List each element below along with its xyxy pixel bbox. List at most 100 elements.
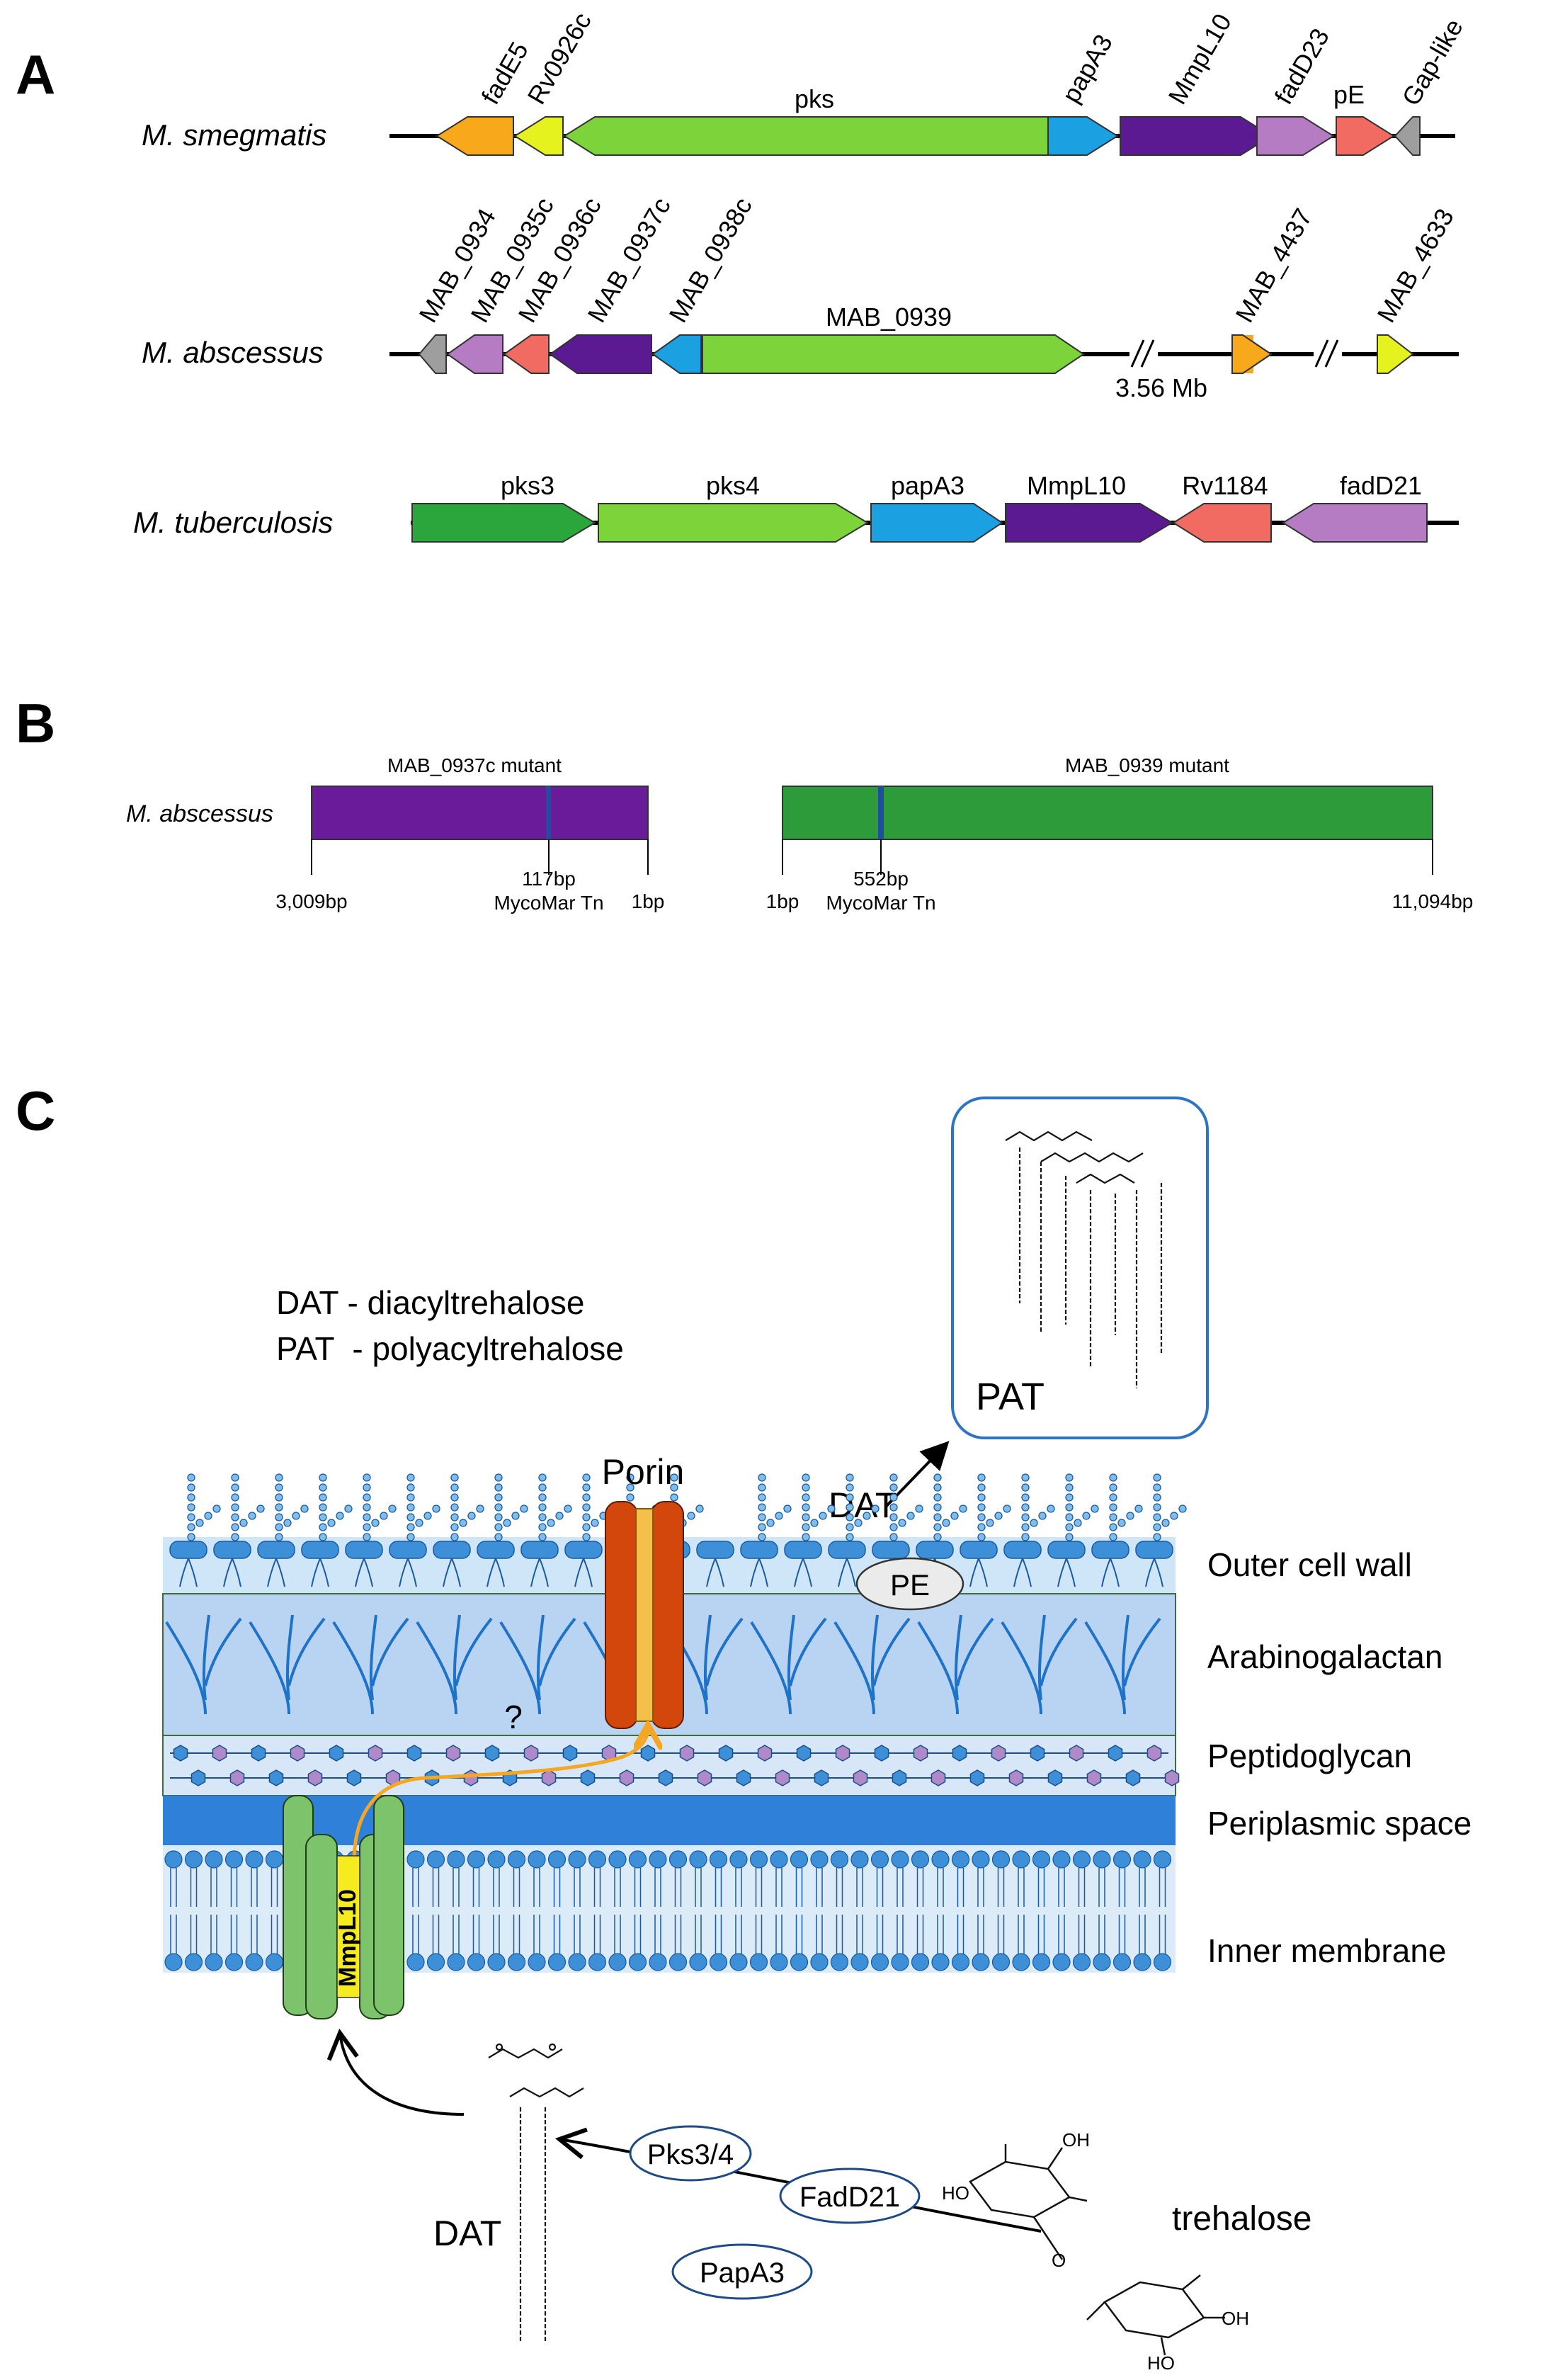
lipid-head-bottom [749, 1953, 768, 1971]
ag-branch [1084, 1614, 1161, 1715]
label-MAB_0939: MAB_0939 [826, 302, 952, 332]
bead [275, 1513, 283, 1522]
bead [450, 1483, 459, 1492]
pg-sugar [229, 1769, 245, 1786]
bead [406, 1483, 415, 1492]
pg-sugar [368, 1745, 383, 1762]
lipid-head-top [447, 1850, 465, 1869]
bead [319, 1523, 327, 1531]
bead [187, 1513, 195, 1522]
bead [494, 1523, 503, 1531]
bead [1117, 1519, 1126, 1527]
lipid-head-top [649, 1850, 667, 1869]
lipid-head-bottom [406, 1953, 425, 1971]
lipid-head-bottom [972, 1953, 990, 1971]
lipid-tails [513, 1868, 520, 1954]
lipid-head-bottom [224, 1953, 244, 1971]
gene-arrow-MmpL10-smeg [1120, 116, 1273, 156]
bead [1038, 1512, 1047, 1520]
bead [423, 1512, 432, 1520]
lipid-tails [775, 1868, 782, 1954]
pg-sugar [173, 1745, 188, 1762]
lipid-tails [1058, 1868, 1065, 1954]
pat-structure-box [951, 1096, 1209, 1439]
outer-lipid-chains [187, 1473, 1187, 1541]
bead [977, 1523, 986, 1531]
bead [670, 1493, 678, 1502]
bead [319, 1503, 327, 1512]
bead [371, 1519, 380, 1527]
pg-sugar [619, 1769, 634, 1786]
bead [846, 1513, 854, 1522]
pg-sugar [268, 1769, 284, 1786]
lipid-head-bottom [245, 1953, 263, 1971]
gene-arrow-fadE5 [436, 116, 514, 156]
bead [670, 1473, 678, 1482]
bead [1153, 1523, 1161, 1531]
bead [231, 1473, 239, 1482]
pg-sugar [697, 1769, 712, 1786]
lipid-head-bottom [628, 1953, 647, 1971]
bead [906, 1512, 915, 1520]
lipid-tails [957, 1868, 964, 1954]
pg-sugar [969, 1769, 985, 1786]
label-MmpL10-smeg: MmpL10 [1162, 8, 1237, 109]
bead [1082, 1512, 1091, 1520]
bead [538, 1473, 547, 1482]
bead [195, 1519, 204, 1527]
bead [187, 1483, 195, 1492]
outer-head [784, 1541, 822, 1559]
lipid-tails [674, 1868, 682, 1954]
bead [494, 1483, 503, 1492]
bead [846, 1533, 854, 1541]
lipid-head-bottom [164, 1953, 183, 1971]
pg-sugar [679, 1745, 695, 1762]
species-abscessus-b: M. abscessus [126, 800, 273, 827]
lipid-head-top [790, 1850, 809, 1869]
gene-arrow-fadD23 [1256, 116, 1335, 156]
pg-sugar [1125, 1769, 1141, 1786]
outer-head [1091, 1541, 1129, 1559]
mutant2-tn-mark [878, 786, 884, 839]
pg-sugar [445, 1745, 461, 1762]
lipid-head-top [608, 1850, 627, 1869]
outer-tail [1101, 1558, 1120, 1587]
gene-arrow-MAB_4633 [1377, 334, 1414, 374]
lipid-head-top [487, 1850, 506, 1869]
bead [1065, 1513, 1074, 1522]
outer-tail [355, 1558, 373, 1587]
lipid-head-bottom [265, 1953, 284, 1971]
pg-sugar [290, 1745, 305, 1762]
bead [450, 1523, 459, 1531]
lipid-tails [916, 1868, 924, 1954]
outer-tail [399, 1558, 417, 1587]
bead [450, 1513, 459, 1522]
outer-tail [1013, 1558, 1032, 1587]
bead [1065, 1473, 1074, 1482]
bead [933, 1483, 942, 1492]
lipid-head-bottom [770, 1953, 788, 1971]
bead [670, 1483, 678, 1492]
lipid-head-bottom [911, 1953, 930, 1971]
bead [915, 1504, 923, 1513]
outer-tail [574, 1558, 593, 1587]
bead [494, 1503, 503, 1512]
lipid-head-bottom [447, 1953, 465, 1971]
outer-head [740, 1541, 778, 1559]
bead [555, 1512, 564, 1520]
pg-sugar [892, 1769, 907, 1786]
ag-branch [332, 1614, 409, 1715]
lipid-head-top [991, 1850, 1011, 1869]
bead [1021, 1483, 1030, 1492]
mutant1-title: MAB_0937c mutant [387, 754, 562, 776]
bead [538, 1513, 547, 1522]
bead [231, 1523, 239, 1531]
pg-sugar [1008, 1769, 1024, 1786]
lipid-head-top [951, 1850, 970, 1869]
outer-head [960, 1541, 998, 1559]
mmpl10-label: MmpL10 [334, 1889, 361, 1987]
bead [476, 1504, 484, 1513]
mutant1-labels: 3,009bp 117bp MycoMar Tn 1bp [275, 868, 664, 914]
pg-sugar [952, 1745, 967, 1762]
bead [1109, 1523, 1117, 1531]
